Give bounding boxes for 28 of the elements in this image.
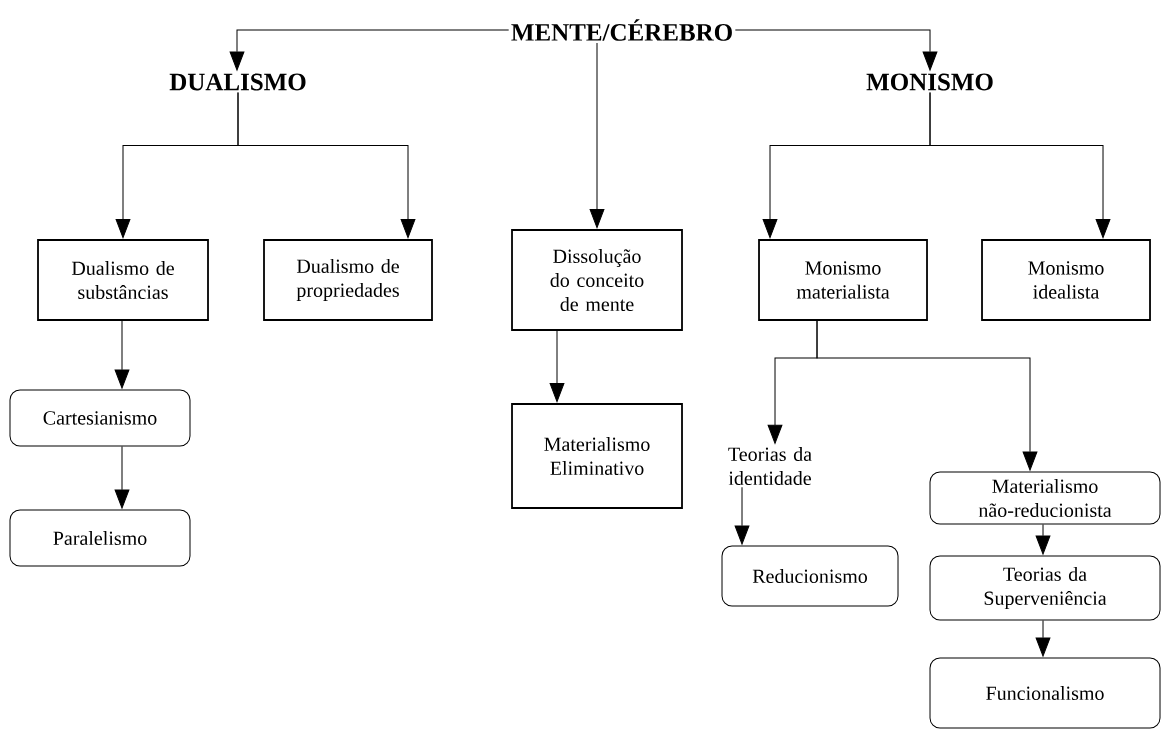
arrow: [114, 320, 130, 389]
arrow: [929, 92, 1111, 239]
heading-text: MONISMO: [866, 73, 993, 91]
arrow: [229, 29, 510, 71]
heading-text: DUALISMO: [169, 73, 306, 91]
arrow: [114, 446, 130, 509]
arrow: [816, 320, 1038, 471]
heading-text: MENTE/CÉREBRO: [511, 19, 732, 41]
arrow: [549, 330, 565, 403]
concept-box: Materialismo Eliminativo: [511, 403, 683, 509]
arrow: [1035, 620, 1051, 657]
rounded-box: Reducionismo: [721, 545, 899, 607]
concept-box: Dualismo de substâncias: [37, 239, 209, 321]
concept-box: Monismo idealista: [981, 239, 1151, 321]
arrow: [589, 42, 605, 229]
rounded-box: Funcionalismo: [929, 657, 1161, 729]
concept-box: Monismo materialista: [758, 239, 928, 321]
concept-box: Dualismo de propriedades: [263, 239, 433, 321]
node-label: Teorias da identidade: [728, 446, 812, 486]
arrow: [237, 92, 416, 239]
arrow: [1035, 524, 1051, 555]
rounded-box: Materialismo não-reducionista: [929, 471, 1161, 525]
arrow: [734, 486, 750, 545]
rounded-box: Cartesianismo: [9, 389, 191, 447]
rounded-box: Teorias da Superveniência: [929, 555, 1161, 621]
rounded-box: Paralelismo: [9, 509, 191, 567]
arrow: [734, 29, 938, 71]
concept-box: Dissolução do conceito de mente: [511, 229, 683, 331]
